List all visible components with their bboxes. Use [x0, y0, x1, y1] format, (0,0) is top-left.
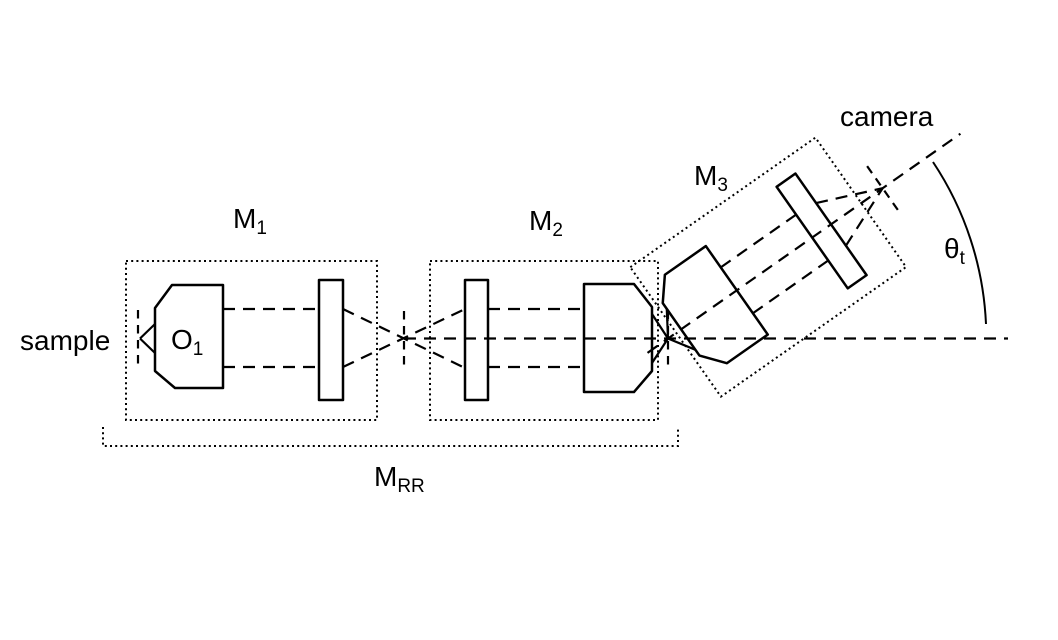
ray-focus2-cone-into-m3-top: [665, 308, 670, 339]
objective-o2-shape: [582, 282, 654, 394]
ray-m3-converging-bottom: [844, 187, 884, 247]
ray-m3-converging-top: [815, 187, 883, 205]
o1-label: O1: [171, 324, 203, 360]
ray-focus2-cone-bottom: [651, 337, 669, 364]
m1-label: M1: [233, 203, 267, 239]
mrr-label: MRR: [374, 461, 425, 497]
ray-sample-cone-bottom: [139, 337, 156, 354]
sample-label: sample: [20, 325, 110, 356]
theta-t-label: θt: [944, 233, 966, 269]
objective-o1-shape: [153, 283, 225, 390]
tube-lens-2: [463, 278, 490, 402]
m2-label: M2: [529, 205, 563, 241]
tube-lens-3: [775, 172, 868, 290]
ray-bundle-m1-m2: [139, 307, 669, 369]
mrr-bracket: [102, 427, 679, 447]
ray-focus2-cone-top: [651, 313, 669, 340]
m3-tilted-group: [628, 132, 962, 399]
ray-focus2-cone-into-m3-bottom: [667, 337, 696, 351]
objective-o3-shape: [661, 244, 770, 365]
camera-label: camera: [840, 101, 934, 132]
m3-label: M3: [694, 160, 728, 196]
tube-lens-1: [317, 278, 345, 402]
m2-module-box: [429, 260, 659, 421]
theta-t-arc: [932, 161, 987, 325]
ray-m3-collimated-bottom: [752, 259, 829, 315]
ray-m3-collimated-top: [720, 213, 797, 269]
optical-axis-tilted: [646, 132, 962, 354]
ray-sample-cone-top: [139, 323, 156, 340]
m1-module-box: [125, 260, 378, 421]
ray-focus1-crossing-b: [342, 308, 466, 368]
